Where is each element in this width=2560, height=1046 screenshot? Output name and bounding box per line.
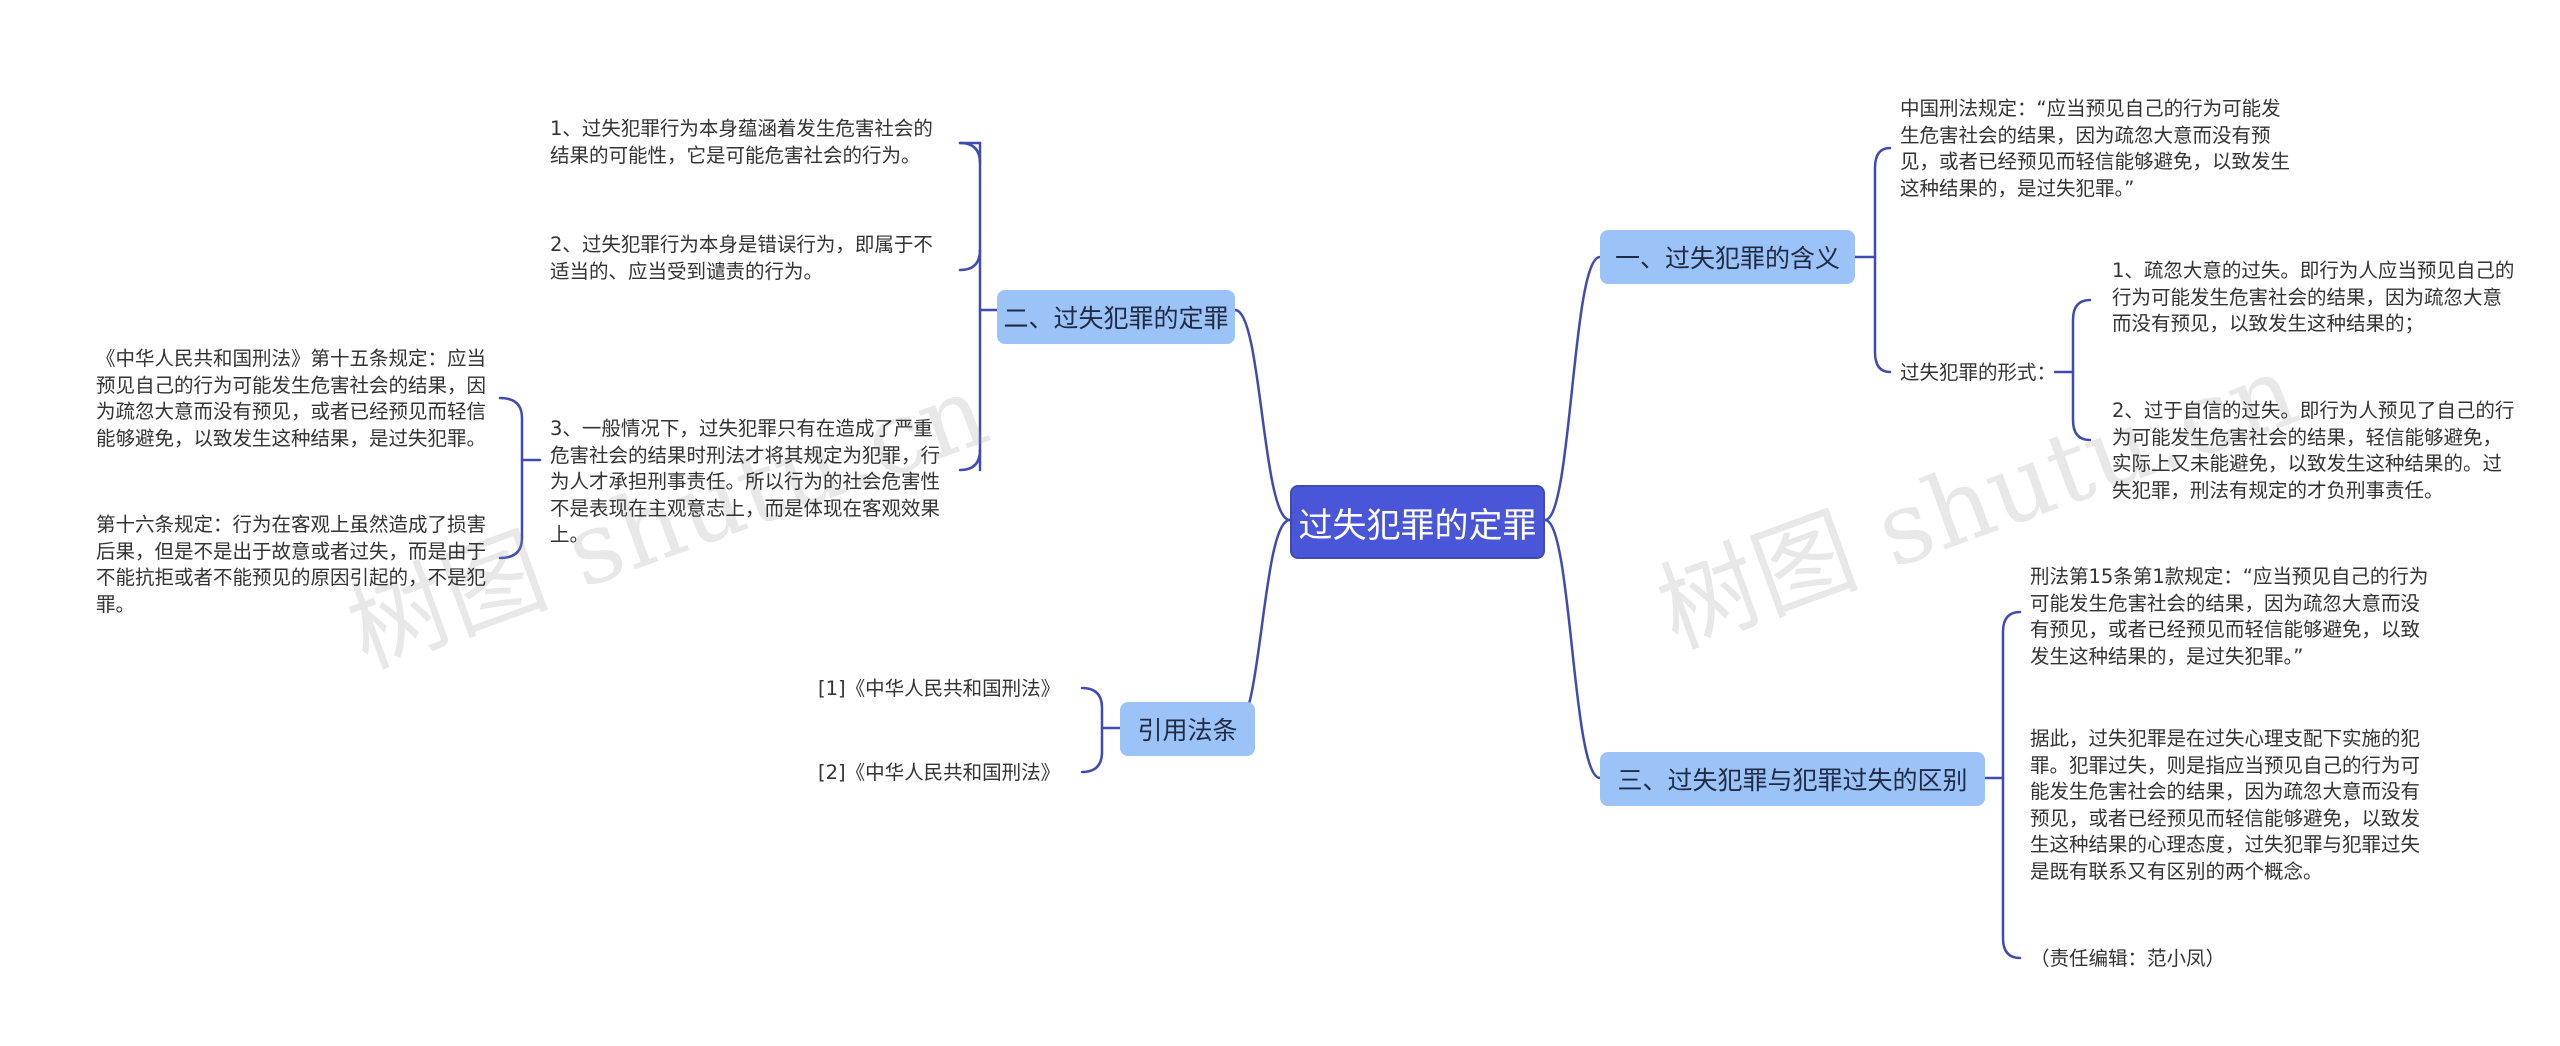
difference-item-2: 据此，过失犯罪是在过失心理支配下实施的犯罪。犯罪过失，则是指应当预见自己的行为可… — [2030, 727, 2421, 883]
definition-item-3: 3、一般情况下，过失犯罪只有在造成了严重危害社会的结果时刑法才将其规定为犯罪，行… — [550, 417, 941, 546]
root-topic[interactable]: 过失犯罪的定罪 — [1290, 485, 1545, 559]
branch-definition[interactable]: 二、过失犯罪的定罪 — [997, 290, 1235, 344]
editor-note: （责任编辑：范小凤） — [2030, 947, 2226, 970]
branch-difference[interactable]: 三、过失犯罪与犯罪过失的区别 — [1600, 752, 1985, 806]
law-article-15: 《中华人民共和国刑法》第十五条规定：应当预见自己的行为可能发生危害社会的结果，因… — [96, 347, 487, 450]
form-negligence: 1、疏忽大意的过失。即行为人应当预见自己的行为可能发生危害社会的结果，因为疏忽大… — [2112, 259, 2515, 335]
meaning-item-1: 中国刑法规定：“应当预见自己的行为可能发生危害社会的结果，因为疏忽大意而没有预见… — [1900, 97, 2291, 200]
law-article-16: 第十六条规定：行为在客观上虽然造成了损害后果，但是不是出于故意或者过失，而是由于… — [96, 513, 487, 616]
meaning-forms-label: 过失犯罪的形式： — [1900, 361, 2057, 384]
branch-meaning[interactable]: 一、过失犯罪的含义 — [1600, 230, 1855, 284]
form-overconfidence: 2、过于自信的过失。即行为人预见了自己的行为可能发生危害社会的结果，轻信能够避免… — [2112, 399, 2515, 502]
definition-item-1: 1、过失犯罪行为本身蕴涵着发生危害社会的结果的可能性，它是可能危害社会的行为。 — [550, 117, 933, 167]
citation-item-1: [1]《中华人民共和国刑法》 — [818, 677, 1061, 700]
difference-item-1: 刑法第15条第1款规定：“应当预见自己的行为可能发生危害社会的结果，因为疏忽大意… — [2030, 565, 2429, 668]
branch-citation[interactable]: 引用法条 — [1120, 702, 1255, 756]
definition-item-2: 2、过失犯罪行为本身是错误行为，即属于不适当的、应当受到谴责的行为。 — [550, 233, 933, 283]
citation-item-2: [2]《中华人民共和国刑法》 — [818, 761, 1061, 784]
